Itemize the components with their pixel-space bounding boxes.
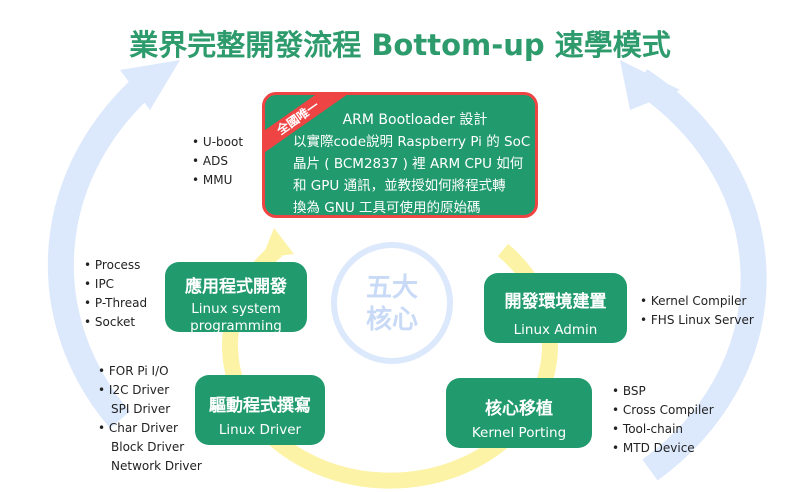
admin-topics: Kernel CompilerFHS Linux Server (640, 292, 754, 330)
outer-left-arc (47, 70, 159, 429)
driver-box: 驅動程式撰寫 Linux Driver (195, 375, 325, 445)
core-circle (331, 242, 453, 364)
core-label: 五大核心 (365, 273, 418, 335)
bootloader-heading: ARM Bootloader 設計 (342, 112, 488, 128)
bootloader-topics: U-bootADSMMU (192, 133, 243, 190)
arrow-head-yellow (262, 228, 294, 258)
app-dev-box: 應用程式開發 Linux system programming (165, 262, 307, 334)
page-title: 業界完整開發流程 Bottom-up 速學模式 (129, 28, 671, 62)
bootloader-box: 全國唯一 ARM Bootloader 設計 以實際code說明 Raspber… (262, 92, 538, 218)
admin-box: 開發環境建置 Linux Admin (484, 273, 627, 343)
bootloader-description: 以實際code說明 Raspberry Pi 的 SoC 晶片 ( BCM283… (293, 134, 531, 216)
kernel-box: 核心移植 Kernel Porting (446, 378, 592, 448)
arrow-head-left (120, 60, 180, 110)
app-dev-topics: ProcessIPCP-ThreadSocket (84, 256, 147, 332)
arrow-head-right (620, 60, 680, 110)
kernel-topics: BSPCross CompilerTool-chainMTD Device (612, 382, 714, 458)
